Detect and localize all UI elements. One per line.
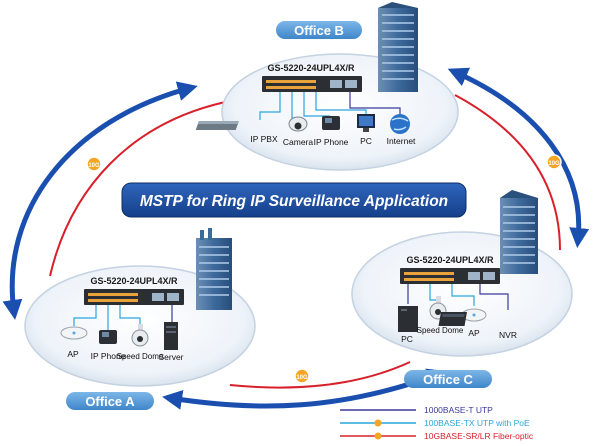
link-label-right: 10G (548, 161, 560, 167)
office-a-building-icon (196, 228, 232, 310)
office-b: Office B GS-5220-24UPL4X/R IP PBX Camera… (195, 2, 459, 171)
nvr-icon (438, 312, 467, 326)
office-b-label: Office B (294, 23, 344, 38)
link-label-left: 10G (88, 163, 100, 169)
speed-dome-icon (131, 324, 149, 347)
device-label: IP PBX (250, 134, 278, 144)
legend-item-fiber: 10GBASE-SR/LR Fiber-optic (340, 431, 534, 441)
ip-pbx-icon (195, 121, 239, 130)
ring-arrow-right (447, 67, 590, 248)
ring-arrow-bottom (162, 368, 448, 410)
office-b-switch-model: GS-5220-24UPL4X/R (267, 63, 355, 73)
pc-icon (357, 114, 375, 132)
device-label: PC (401, 334, 413, 344)
device-label: Speed Dome (417, 326, 464, 335)
ip-phone-icon (99, 330, 117, 344)
device-label: NVR (499, 330, 517, 340)
office-a: GS-5220-24UPL4X/R AP IP Phone Speed Dome… (24, 228, 256, 410)
office-b-device-labels: IP PBX Camera IP Phone PC Internet (250, 134, 416, 147)
device-label: IP Phone (314, 137, 349, 147)
office-c-label: Office C (423, 372, 473, 387)
legend-item-poe: 100BASE-TX UTP with PoE (340, 418, 530, 428)
camera-icon (288, 116, 308, 132)
office-c-device-labels: PC Speed Dome AP NVR (401, 326, 517, 344)
device-label: AP (468, 328, 480, 338)
device-label: IP Phone (91, 351, 126, 361)
office-a-label: Office A (85, 394, 135, 409)
office-a-tag (66, 392, 154, 410)
server-icon (164, 322, 178, 350)
pc-icon (398, 306, 418, 332)
office-b-building-icon (378, 2, 418, 92)
legend-label: 10GBASE-SR/LR Fiber-optic (424, 431, 534, 441)
fiber-10g-badges: 10G 10G 10G (86, 154, 562, 384)
ip-phone-icon (322, 116, 340, 130)
diagram-title: MSTP for Ring IP Surveillance Applicatio… (140, 193, 448, 210)
ap-icon (461, 308, 487, 322)
device-label: AP (67, 349, 79, 359)
ring-arrow-left (2, 81, 198, 320)
ring-arrows (2, 67, 590, 410)
office-a-switch-icon (84, 289, 184, 305)
legend-label: 1000BASE-T UTP (424, 405, 493, 415)
office-c-switch-model: GS-5220-24UPL4X/R (406, 255, 494, 265)
device-label: PC (360, 136, 372, 146)
legend: 1000BASE-T UTP 100BASE-TX UTP with PoE 1… (340, 405, 534, 441)
device-label: Internet (387, 136, 416, 146)
title-box: MSTP for Ring IP Surveillance Applicatio… (121, 182, 467, 218)
office-c: GS-5220-24UPL4X/R PC Speed Dome AP NVR O… (351, 190, 573, 388)
office-b-tag (276, 21, 362, 39)
device-label: Server (158, 352, 183, 362)
office-c-switch-icon (400, 268, 500, 284)
legend-item-utp: 1000BASE-T UTP (340, 405, 493, 415)
office-c-tag (404, 370, 492, 388)
office-a-switch-model: GS-5220-24UPL4X/R (90, 276, 178, 286)
office-b-switch-icon (262, 76, 362, 92)
office-c-building-icon (500, 190, 538, 274)
device-label: Camera (283, 137, 314, 147)
internet-icon (390, 114, 410, 134)
legend-label: 100BASE-TX UTP with PoE (424, 418, 530, 428)
fiber-ring (49, 94, 561, 389)
link-label-bottom: 10G (296, 375, 308, 381)
ap-icon (60, 326, 88, 340)
device-label: Speed Dome (117, 352, 164, 361)
office-a-device-labels: AP IP Phone Speed Dome Server (67, 349, 183, 362)
